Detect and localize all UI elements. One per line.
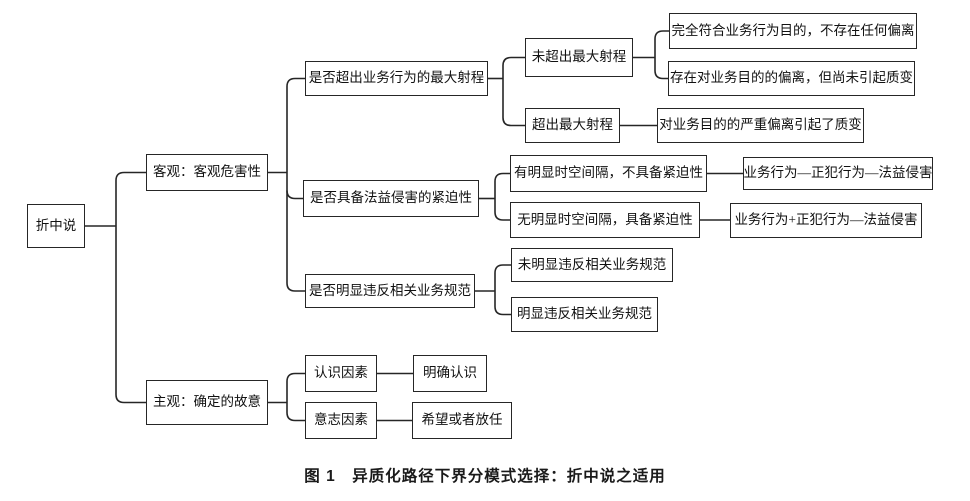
- node-exceed-range: 超出最大射程: [525, 108, 620, 143]
- connector-objective-mid-elbow: [286, 190, 303, 200]
- node-question-norm-violation: 是否明显违反相关业务规范: [305, 274, 475, 308]
- node-clear-cognition: 明确认识: [413, 355, 487, 392]
- connector-root-bracket: [115, 171, 146, 404]
- connector-subjective-bracket: [286, 372, 305, 422]
- node-deviation-no-qualitative-change: 存在对业务目的的偏离，但尚未引起质变: [668, 61, 915, 96]
- node-with-time-space-gap: 有明显时空间隔，不具备紧迫性: [510, 155, 707, 192]
- node-no-obvious-violation: 未明显违反相关业务规范: [511, 248, 673, 282]
- node-chain-business-principal-harm: 业务行为—正犯行为—法益侵害: [743, 157, 933, 190]
- node-subjective-intent: 主观：确定的故意: [146, 380, 268, 425]
- node-will-factor: 意志因素: [305, 402, 377, 439]
- connector-objective-bracket: [286, 77, 305, 292]
- connector-urgency-bracket: [494, 172, 510, 221]
- node-fully-conform-no-deviation: 完全符合业务行为目的，不存在任何偏离: [669, 13, 917, 49]
- node-without-time-space-gap: 无明显时空间隔，具备紧迫性: [510, 202, 700, 238]
- node-compromise-theory: 折中说: [27, 204, 85, 248]
- node-cognition-factor: 认识因素: [305, 355, 377, 392]
- connector-norms-bracket: [494, 264, 511, 316]
- connector-range-bracket: [502, 56, 525, 127]
- node-question-max-range: 是否超出业务行为的最大射程: [305, 61, 488, 96]
- node-objective-harmfulness: 客观：客观危害性: [146, 154, 268, 191]
- figure-caption: 图 1 异质化路径下界分模式选择：折中说之适用: [304, 468, 666, 485]
- node-question-urgency: 是否具备法益侵害的紧迫性: [303, 180, 479, 217]
- connector-notexceed-bracket: [654, 30, 669, 80]
- node-chain-business-plus-principal-harm: 业务行为+正犯行为—法益侵害: [730, 203, 922, 238]
- node-severe-deviation-qualitative-change: 对业务目的的严重偏离引起了质变: [657, 108, 864, 143]
- node-obvious-violation: 明显违反相关业务规范: [511, 297, 658, 332]
- node-not-exceed-range: 未超出最大射程: [525, 38, 633, 77]
- node-hope-or-acquiesce: 希望或者放任: [412, 402, 512, 439]
